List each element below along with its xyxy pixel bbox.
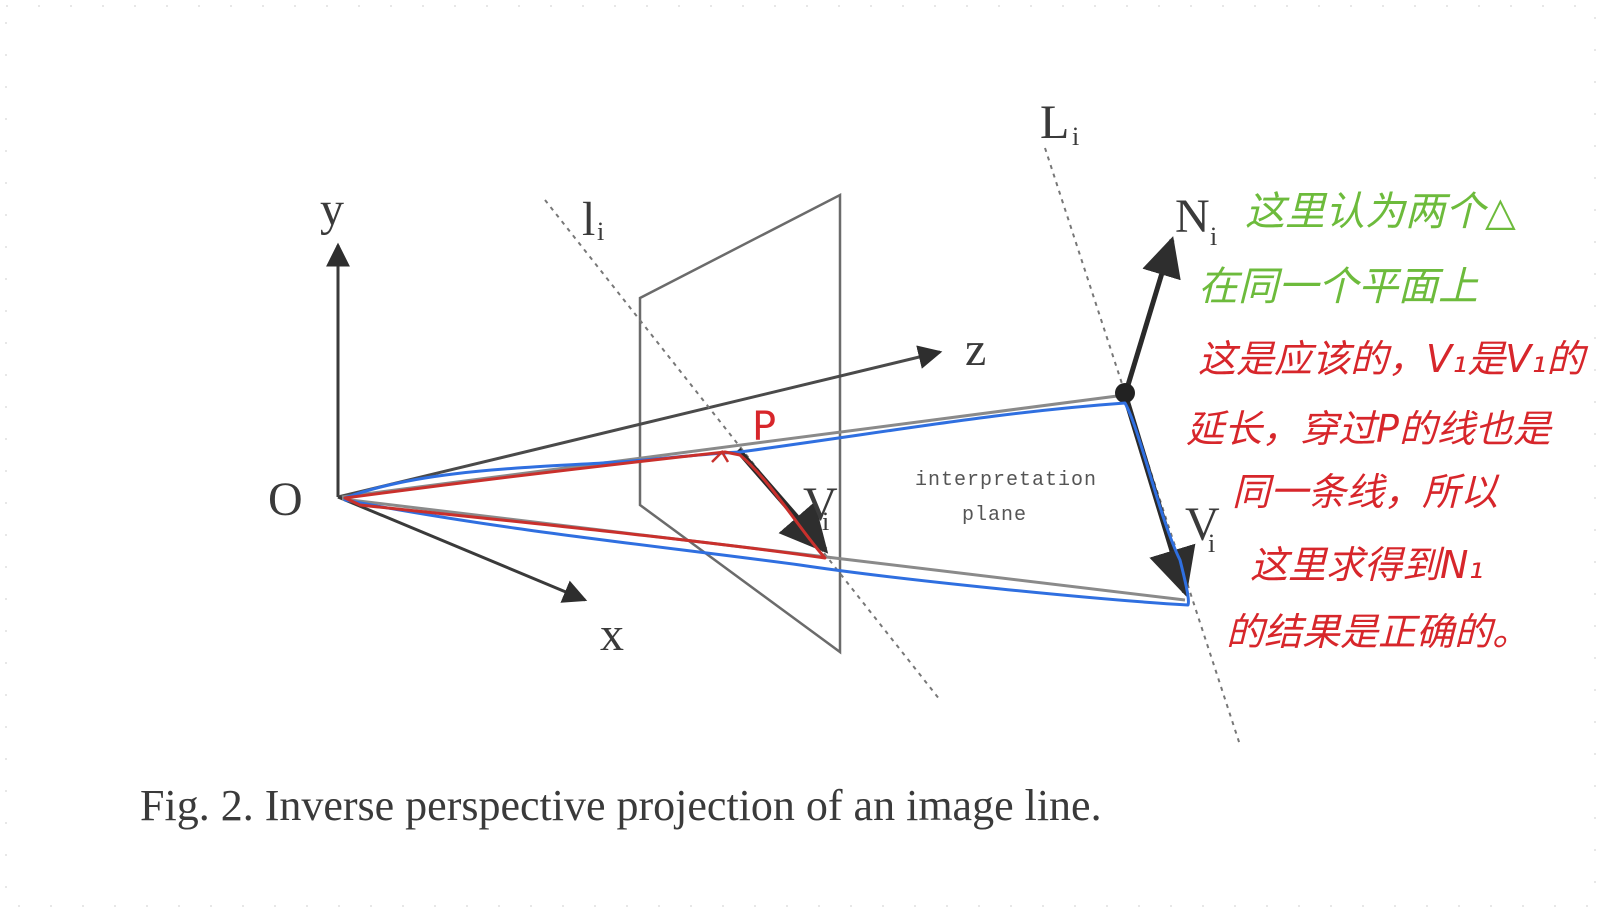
red-note-line4: 这里求得到N₁ <box>1250 543 1484 587</box>
vi-image-subscript: i <box>822 507 829 536</box>
image-line-subscript: i <box>597 217 604 246</box>
image-line-li <box>544 199 941 701</box>
vi-space-subscript: i <box>1208 529 1215 558</box>
z-axis-label: z <box>965 323 986 376</box>
image-plane <box>638 192 842 655</box>
normal-label: N <box>1175 190 1210 243</box>
y-axis-label: y <box>320 183 344 236</box>
point-on-space-line <box>1115 383 1135 403</box>
point-p-label: P <box>752 404 776 450</box>
normal-subscript: i <box>1210 222 1217 251</box>
vi-image-label: V <box>803 478 838 531</box>
page-border <box>5 5 1596 907</box>
green-note-line2: 在同一个平面上 <box>1198 264 1479 310</box>
vector-ni <box>1122 236 1181 396</box>
space-line-Li <box>1044 147 1241 746</box>
green-note-line1: 这里认为两个△ <box>1245 189 1516 235</box>
x-axis <box>337 495 588 603</box>
red-annotation-triangle <box>343 450 827 560</box>
ray-upper <box>341 393 1126 499</box>
red-note-line2: 延长，穿过P的线也是 <box>1186 407 1553 451</box>
origin-label: O <box>268 473 303 526</box>
space-line-label: L <box>1040 96 1069 149</box>
space-line-subscript: i <box>1072 122 1079 151</box>
figure-caption: Fig. 2. Inverse perspective projection o… <box>140 781 1102 830</box>
red-note-line3: 同一条线，所以 <box>1232 470 1500 514</box>
image-line-label: l <box>582 193 595 246</box>
vi-space-label: V <box>1185 498 1220 551</box>
red-note-line1: 这是应该的，V₁是V₁的 <box>1198 337 1588 381</box>
x-axis-label: x <box>600 608 624 661</box>
red-note-line5: 的结果是正确的。 <box>1226 610 1530 654</box>
z-axis <box>337 345 943 499</box>
plane-label-line1: interpretation <box>915 469 1097 492</box>
red-tick-mark <box>711 449 730 463</box>
plane-label-line2: plane <box>962 504 1027 527</box>
